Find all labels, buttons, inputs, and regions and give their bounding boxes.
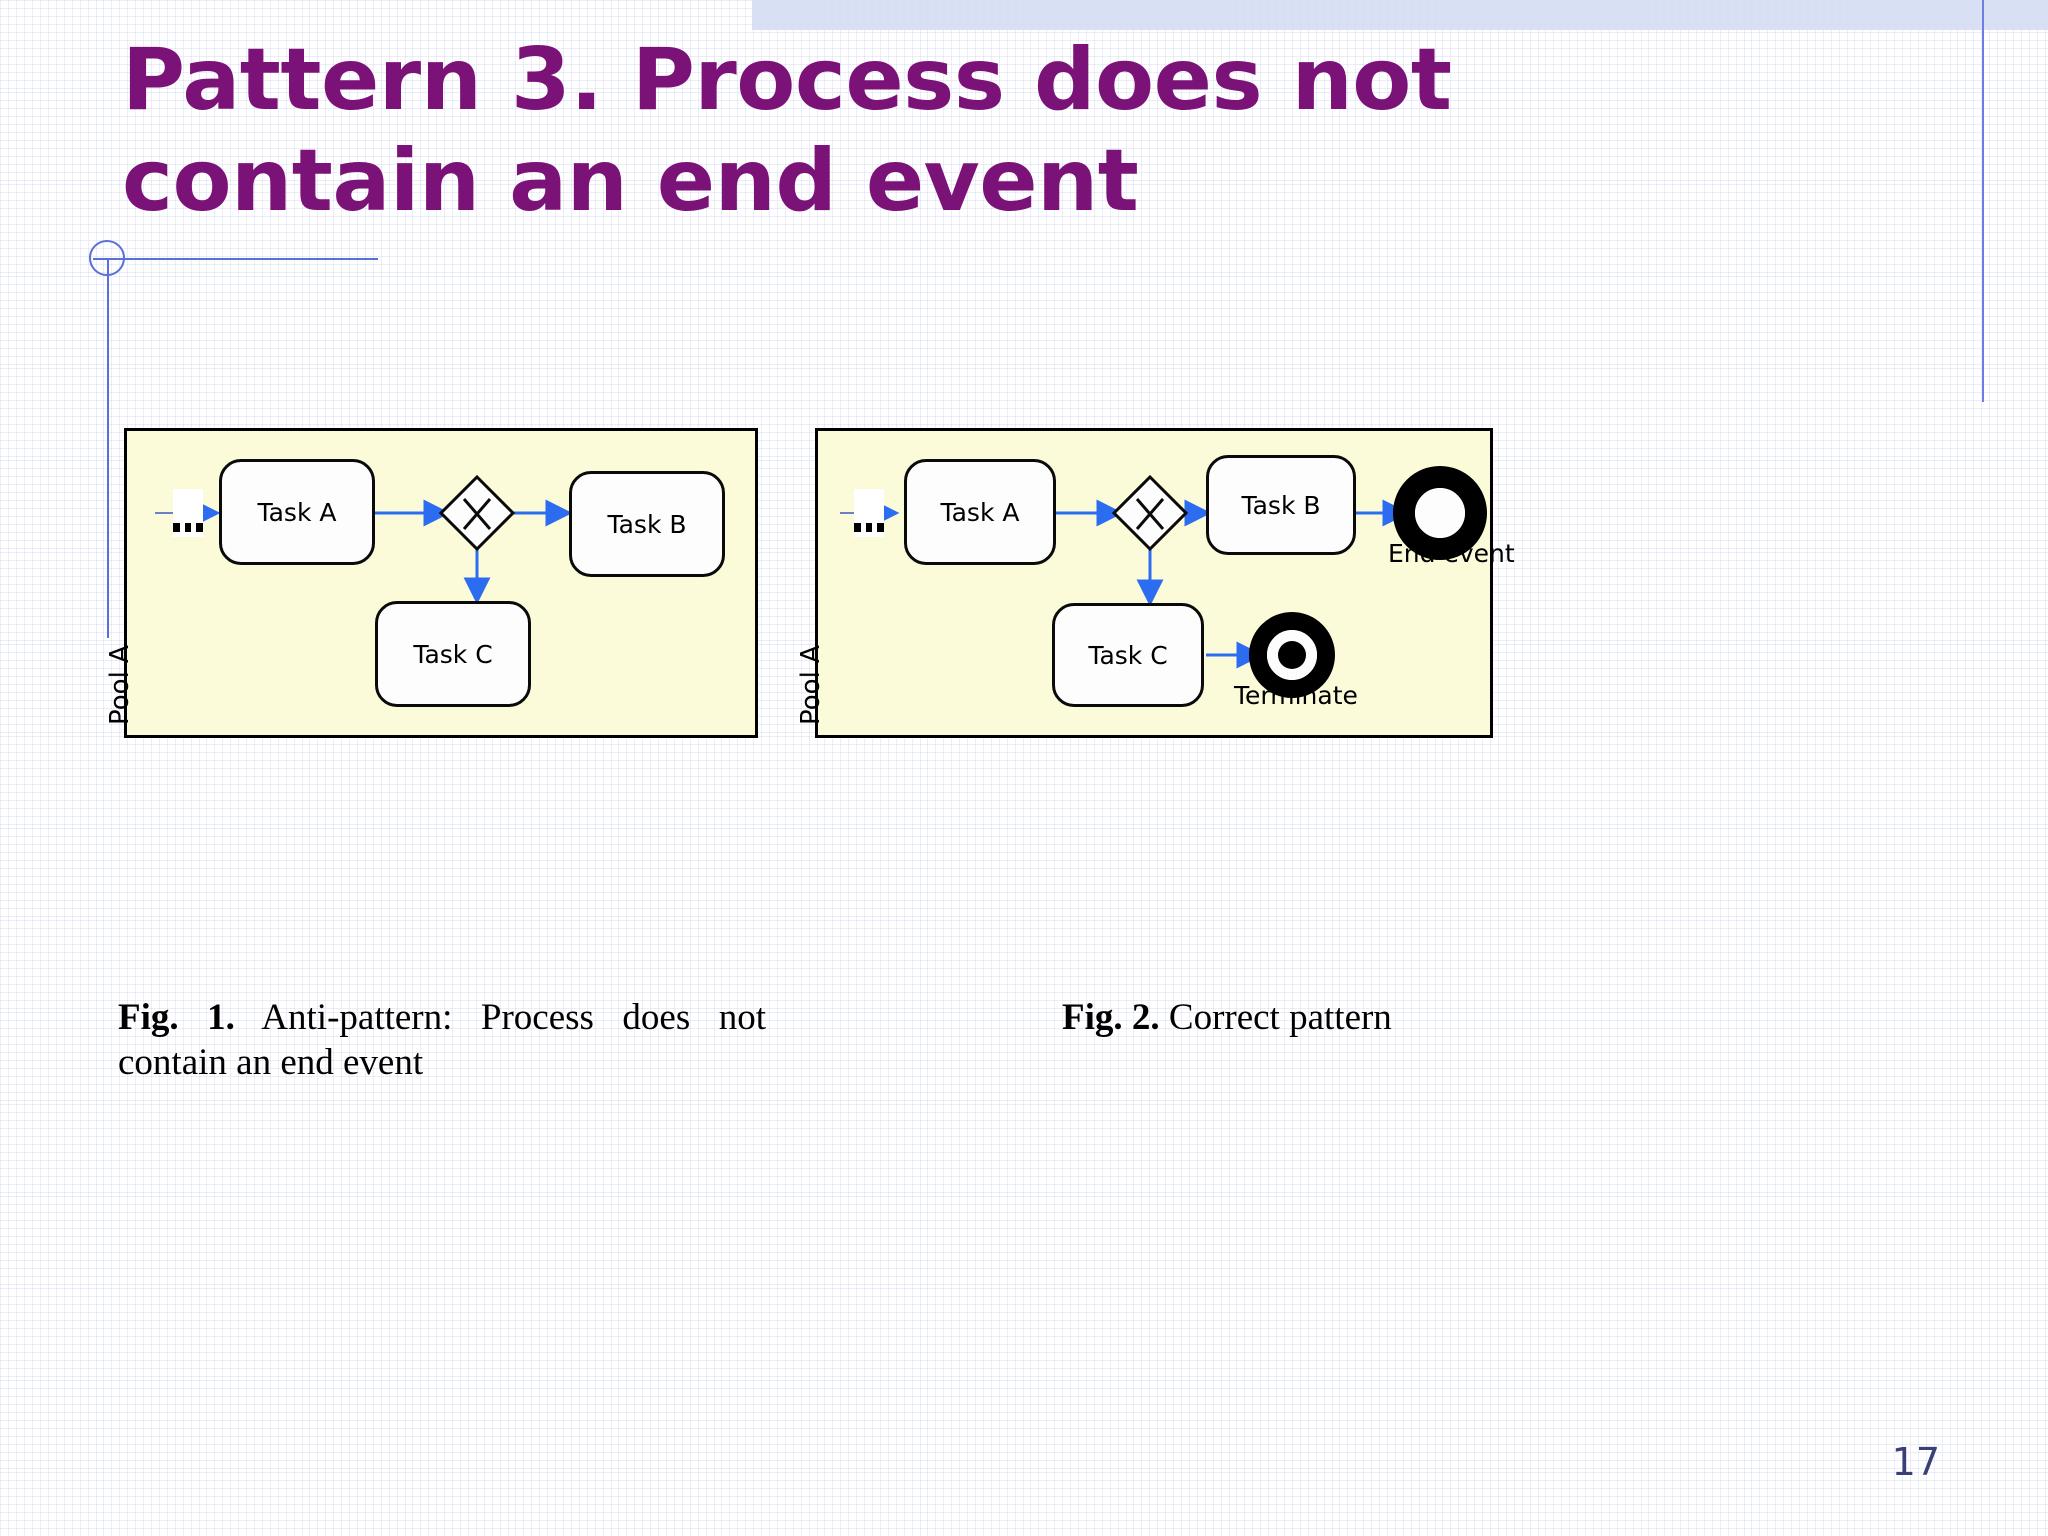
figure-1-caption-prefix: Fig. 1. [118, 997, 235, 1038]
start-ellipsis-fig2 [854, 489, 885, 537]
terminate-event-label: Terminate [1234, 681, 1358, 710]
pool-a-container-fig2: Pool A [796, 428, 1515, 738]
task-b-label-fig1: Task B [607, 509, 687, 539]
figure-2-caption: Fig. 2. Correct pattern [1062, 995, 1762, 1040]
left-decorative-vertical-line [107, 258, 109, 638]
task-a-label-fig2: Task A [940, 497, 1020, 527]
start-ellipsis-fig1 [173, 489, 204, 537]
page-title: Pattern 3. Process does not contain an e… [122, 30, 1452, 231]
figure-2-caption-prefix: Fig. 2. [1062, 997, 1160, 1038]
task-c-label-fig2: Task C [1088, 640, 1168, 670]
figure-2-diagram: Pool A [796, 428, 1515, 738]
task-b-label-fig2: Task B [1241, 490, 1321, 520]
decorative-circle [89, 240, 125, 276]
task-a-label-fig1: Task A [257, 497, 337, 527]
sequence-flows-fig1 [155, 474, 573, 605]
task-c-fig1[interactable]: Task C [375, 601, 531, 707]
end-event-label: End event [1388, 539, 1515, 568]
figure-2-caption-text: Correct pattern [1159, 997, 1392, 1038]
task-c-label-fig1: Task C [413, 639, 493, 669]
task-a-fig2[interactable]: Task A [904, 459, 1056, 565]
task-c-fig2[interactable]: Task C [1052, 603, 1204, 707]
sequence-flows-fig2 [840, 466, 1487, 698]
right-decorative-vertical-line [1982, 0, 1984, 402]
pool-a-container-fig1: Pool A [105, 428, 758, 738]
figure-1-caption: Fig. 1. Anti-pattern: Process does not c… [118, 995, 766, 1085]
task-b-fig1[interactable]: Task B [569, 471, 725, 577]
figure-1-caption-text: Anti-pattern: Process does not contain a… [118, 997, 766, 1084]
task-a-fig1[interactable]: Task A [219, 459, 375, 565]
task-b-fig2[interactable]: Task B [1206, 455, 1356, 555]
top-decorative-band [752, 0, 2048, 30]
page-number: 17 [1891, 1440, 1940, 1484]
figure-1-diagram: Pool A [105, 428, 758, 738]
left-decorative-horizontal-line [93, 258, 378, 260]
